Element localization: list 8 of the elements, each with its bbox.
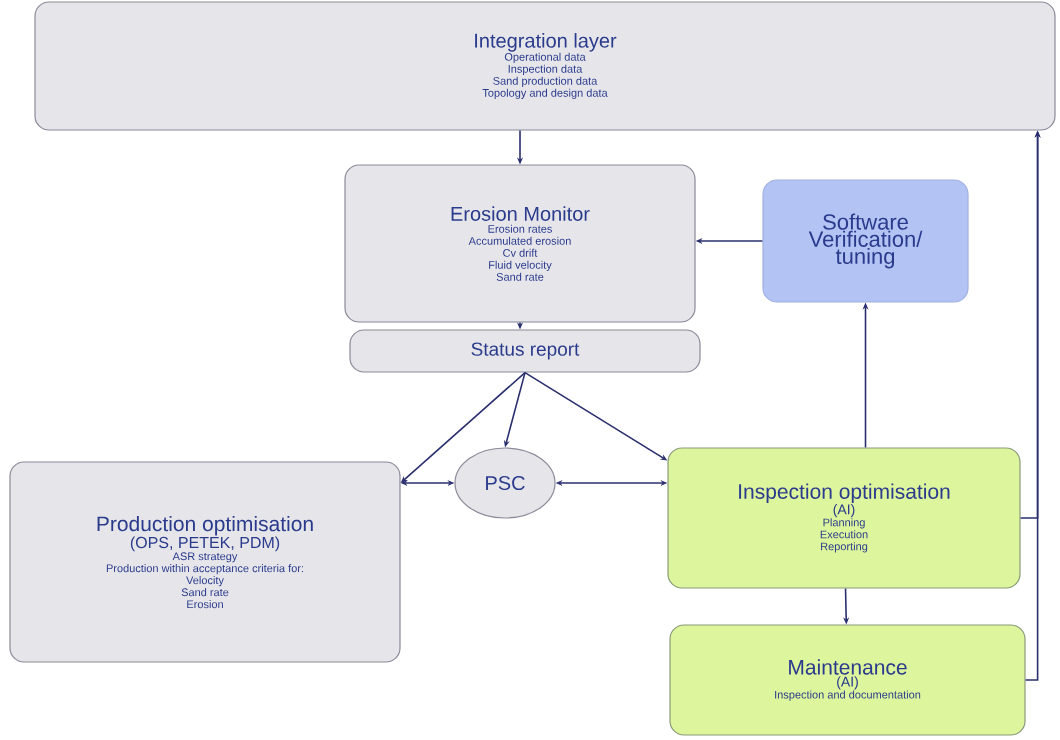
process-box: Integration layer Operational data Inspection data Sand production data Topology and design data bbox=[34, 1, 1056, 131]
process-box: Maintenance (AI) Inspection and documentation bbox=[669, 624, 1026, 736]
process-box: Erosion Monitor Erosion rates Accumulated erosion Cv drift Fluid velocity Sand rate bbox=[344, 164, 696, 323]
process-box: Software Verification/ tuning bbox=[762, 179, 969, 303]
process-box: Status report bbox=[349, 329, 701, 373]
ellipse-node: PSC bbox=[454, 447, 556, 519]
process-box: Inspection optimisation (AI) Planning Execution Reporting bbox=[667, 447, 1021, 589]
process-box: Production optimisation (OPS, PETEK, PDM) ASR strategy Production within acceptance criteria for: Velocity Sand rate Erosion bbox=[9, 461, 401, 663]
